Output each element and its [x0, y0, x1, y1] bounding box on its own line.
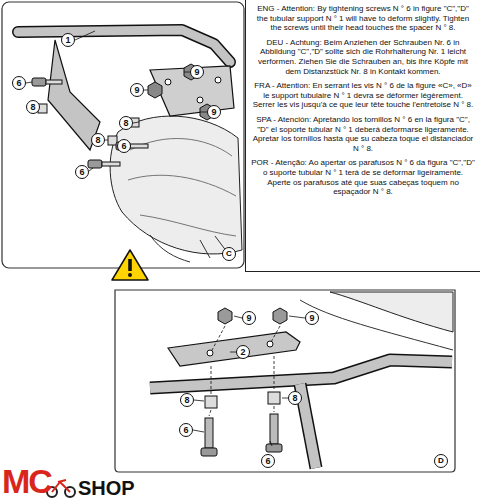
callout-text: 9 — [211, 108, 216, 117]
callout-text: 6 — [265, 457, 270, 466]
callout-number: 9 — [130, 83, 144, 97]
tubular-support — [18, 30, 230, 62]
callout-number: 6 — [179, 423, 193, 437]
logo-text: SHOP — [78, 478, 135, 498]
fastener-set — [201, 308, 287, 456]
callout-number: 8 — [119, 116, 133, 130]
callout-text: 6 — [121, 142, 126, 151]
leader-lines — [193, 316, 305, 446]
leader-lines — [26, 31, 207, 171]
tubular-support — [150, 360, 452, 388]
callout-text: 9 — [194, 68, 199, 77]
warning-note: SPA - Atención: Apretando los tornillos … — [251, 115, 475, 153]
callout-text: 9 — [309, 314, 314, 323]
note-box: ENG - Attention: By tightening screws N … — [245, 0, 480, 272]
callout-number: 8 — [288, 391, 302, 405]
callout-number: 1 — [61, 33, 75, 47]
callout-number: 6 — [12, 76, 26, 90]
callout-number: 8 — [180, 393, 194, 407]
callout-number: 2 — [236, 345, 250, 359]
callout-text: C — [226, 250, 232, 258]
callout-text: 6 — [16, 79, 21, 88]
callout-number: 6 — [75, 165, 89, 179]
rear-fender — [110, 116, 242, 254]
callout-text: 8 — [95, 136, 100, 145]
callout-text: 1 — [65, 36, 70, 45]
support-plate — [48, 40, 100, 150]
callout-number: 9 — [190, 65, 204, 79]
warning-note: POR - Atenção: Ao apertar os parafusos N… — [251, 158, 475, 196]
figure-frame — [2, 2, 244, 268]
plate — [168, 332, 300, 366]
seat — [330, 292, 453, 332]
callout-number: 6 — [261, 454, 275, 468]
callout-text: 2 — [240, 348, 245, 357]
callout-number: 9 — [207, 105, 221, 119]
callout-text: D — [438, 457, 444, 465]
warning-note: ENG - Attention: By tightening screws N … — [251, 4, 475, 33]
assembly-axis — [209, 326, 280, 416]
logo-text: MC — [2, 464, 51, 498]
screw-set — [32, 64, 214, 168]
callout-number: 9 — [305, 311, 319, 325]
warning-note: FRA - Attention: En serrant les vis N ° … — [251, 81, 475, 110]
logo-icon — [47, 480, 75, 497]
figure-frame — [115, 290, 455, 472]
callout-text: 8 — [292, 394, 297, 403]
callout-number: 6 — [117, 139, 131, 153]
callout-text: 6 — [183, 426, 188, 435]
callout-text: 8 — [123, 119, 128, 128]
callout-number: 8 — [91, 133, 105, 147]
callout-number: 8 — [26, 100, 40, 114]
callout-text: 9 — [246, 314, 251, 323]
callout-text: 9 — [134, 86, 139, 95]
figure-letter: D — [434, 454, 448, 468]
figure-letter: C — [222, 247, 236, 261]
callout-text: 8 — [184, 396, 189, 405]
warning-symbol — [112, 250, 148, 280]
warning-note: DEU - Achtung: Beim Anziehen der Schraub… — [251, 38, 475, 76]
callout-text: 6 — [79, 168, 84, 177]
side-plate — [150, 66, 234, 116]
callout-number: 9 — [242, 311, 256, 325]
callout-text: 8 — [30, 103, 35, 112]
